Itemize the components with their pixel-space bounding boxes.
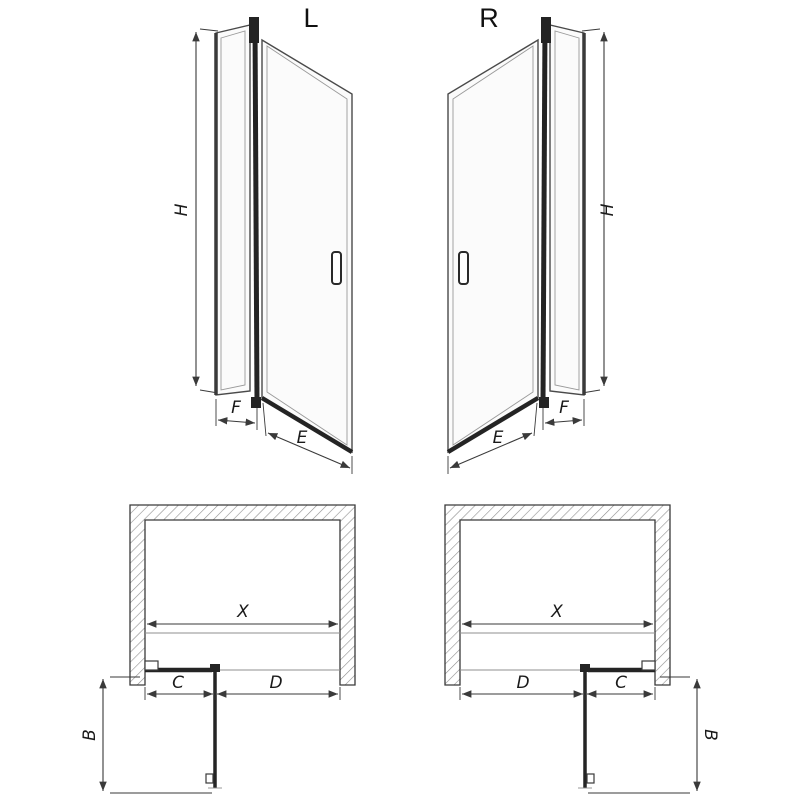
extension-line <box>199 28 219 32</box>
dim-door-width-left: E <box>262 402 353 474</box>
variant-label-right: R <box>479 3 499 33</box>
plan-left: X C D B <box>80 504 356 794</box>
dim-label-E-right: E <box>493 428 504 448</box>
door-glass <box>447 38 539 454</box>
dim-projection-left: B <box>80 676 212 794</box>
dim-label-F-left: F <box>231 398 241 418</box>
door-panel-right <box>446 38 540 454</box>
dim-door-width-right: E <box>447 402 538 474</box>
dimension-line-E <box>267 432 351 469</box>
dim-label-H-left: H <box>172 203 192 216</box>
dim-height-left: H <box>172 28 219 394</box>
variant-label-left: L <box>303 3 318 33</box>
door-handle-plan <box>586 773 595 784</box>
dim-projection-right: B <box>588 676 720 794</box>
extension-line <box>262 402 267 437</box>
top-bracket <box>249 17 259 43</box>
dim-height-right: H <box>581 28 618 394</box>
bottom-pivot <box>539 397 549 408</box>
door-glass <box>261 38 353 454</box>
wall-profile-plan <box>144 660 159 671</box>
wall-profile-plan <box>641 660 656 671</box>
walls-hatched <box>129 504 356 686</box>
dim-fixed-width-right: F <box>542 398 585 430</box>
pivot-block <box>580 664 590 672</box>
dim-label-B-left: B <box>80 729 100 741</box>
fixed-panel-inner-frame <box>220 30 246 391</box>
elevation-right: R H <box>446 3 618 474</box>
elevation-left: L H <box>172 3 354 474</box>
hinge-profile <box>540 23 548 403</box>
top-bracket <box>541 17 551 43</box>
plan-right: X D C B <box>444 504 720 794</box>
dim-label-F-right: F <box>559 398 569 418</box>
dim-label-X-right: X <box>550 602 563 622</box>
dim-fixed-width-left: F <box>215 398 258 430</box>
dim-label-H-right: H <box>598 203 618 216</box>
dim-segments-left: C D <box>144 673 341 700</box>
dimension-line-F <box>544 417 583 426</box>
dim-label-D-left: D <box>269 673 282 693</box>
dim-opening-width-right: X <box>460 602 655 634</box>
extension-line <box>581 28 601 32</box>
dim-label-X-left: X <box>236 602 249 622</box>
bottom-pivot <box>251 397 261 408</box>
dim-label-D-right: D <box>516 673 529 693</box>
pivot-block <box>210 664 220 672</box>
hinge-profile <box>252 23 260 403</box>
extension-line <box>533 402 538 437</box>
dim-label-B-right: B <box>700 729 720 741</box>
dim-label-C-right: C <box>615 673 627 693</box>
fixed-panel-left <box>214 24 251 396</box>
dim-opening-width-left: X <box>145 602 340 634</box>
dimension-line-E <box>449 432 533 469</box>
fixed-panel-inner-frame <box>554 30 580 391</box>
hinge-column-right <box>539 17 551 408</box>
dim-label-C-left: C <box>172 673 184 693</box>
door-handle <box>331 251 342 285</box>
door-handle <box>458 251 469 285</box>
fixed-panel-right <box>549 24 586 396</box>
dim-label-E-left: E <box>297 428 308 448</box>
hinge-column-left <box>249 17 261 408</box>
dimension-line-F <box>217 417 256 426</box>
door-handle-plan <box>205 773 214 784</box>
enclosure-plan-left <box>144 660 340 789</box>
door-panel-left <box>260 38 354 454</box>
dim-segments-right: D C <box>459 673 656 700</box>
walls-hatched <box>444 504 671 686</box>
